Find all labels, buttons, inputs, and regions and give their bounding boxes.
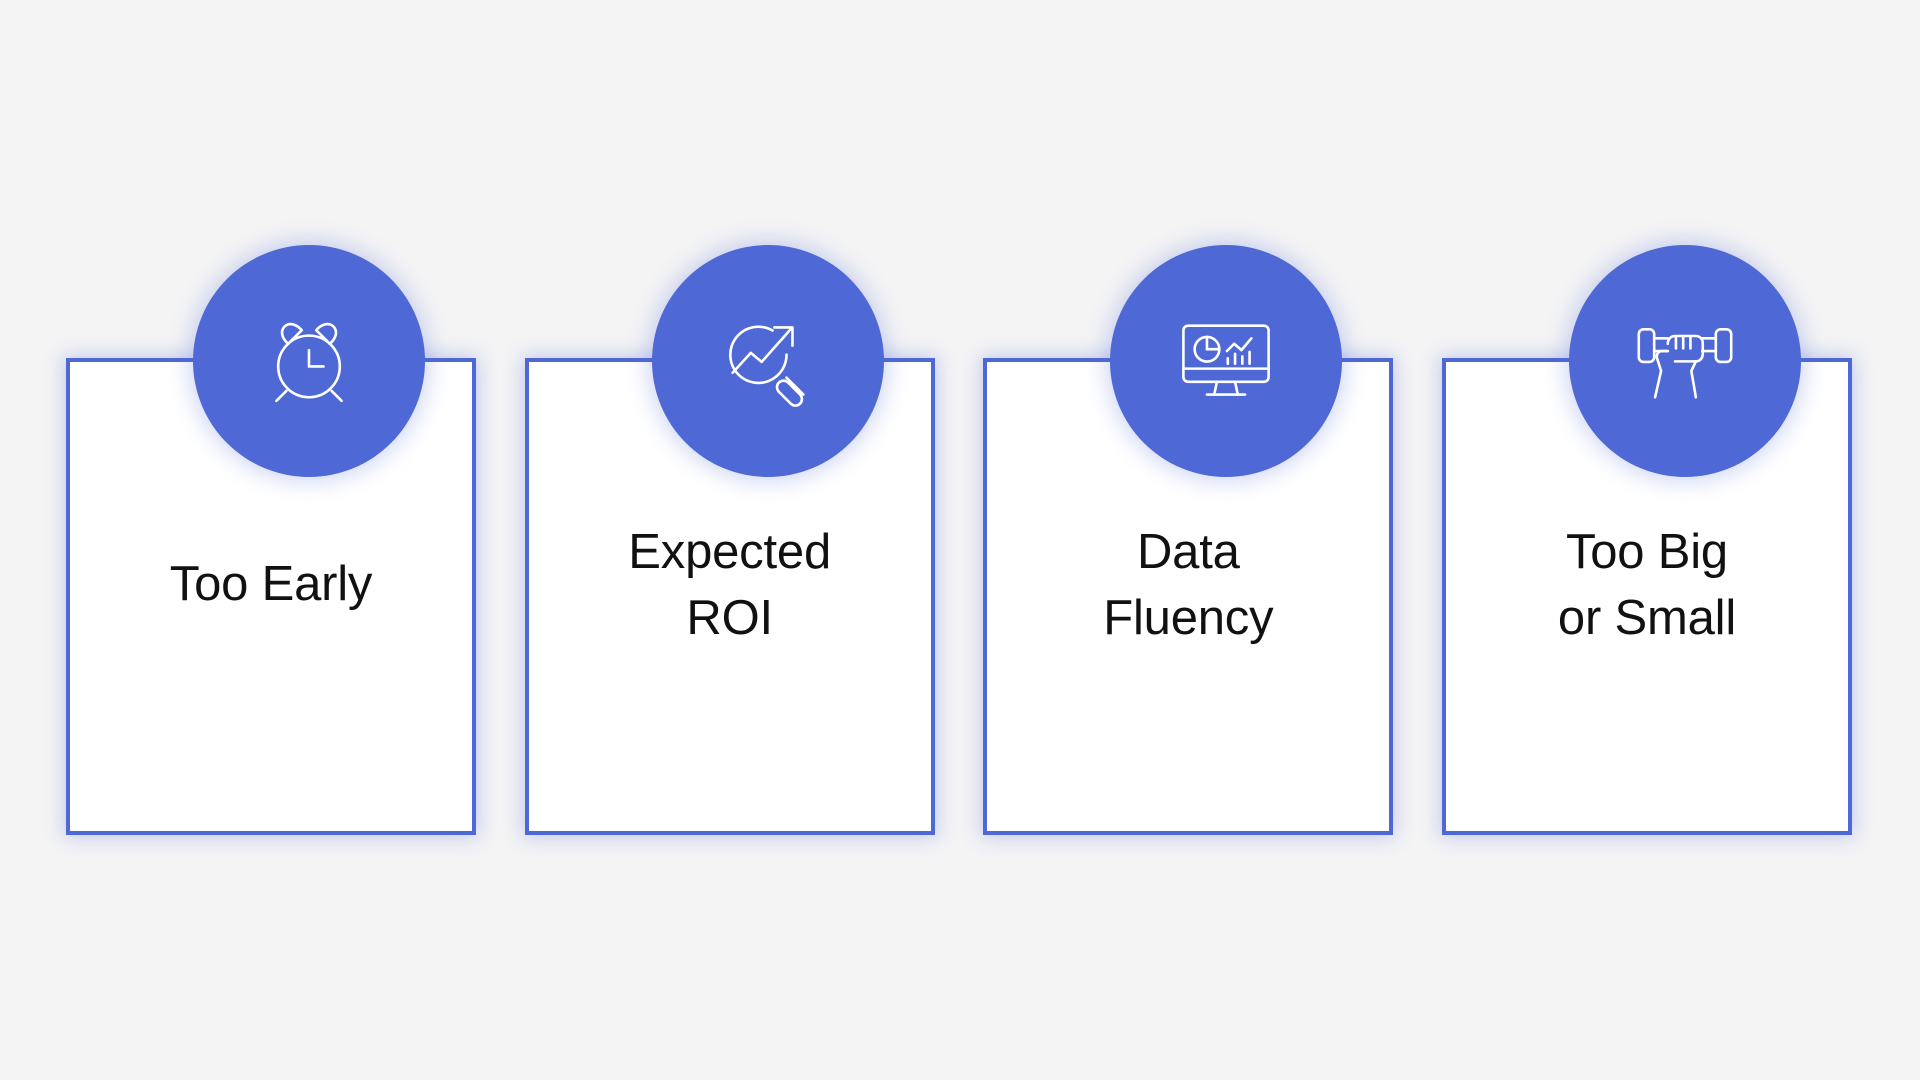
card-label: Too Early — [169, 557, 373, 611]
alarm-clock-icon — [193, 245, 425, 477]
card-label: Data Fluency — [1103, 525, 1274, 645]
hand-lifting-dumbbell-icon — [1568, 245, 1801, 477]
magnifier-trending-chart-icon — [651, 245, 884, 477]
monitor-dashboard-analytics-icon — [1110, 245, 1343, 477]
card-too-big-or-small[interactable]: Too Big or Small — [1441, 245, 1852, 835]
card-too-early[interactable]: Too Early — [66, 245, 476, 835]
card-expected-roi[interactable]: Expected ROI — [524, 245, 935, 835]
card-data-fluency[interactable]: Data Fluency — [983, 245, 1394, 835]
card-label: Too Big or Small — [1557, 525, 1737, 645]
card-label: Expected ROI — [628, 525, 831, 645]
card-row: Too Early Expected ROI — [66, 245, 1852, 835]
